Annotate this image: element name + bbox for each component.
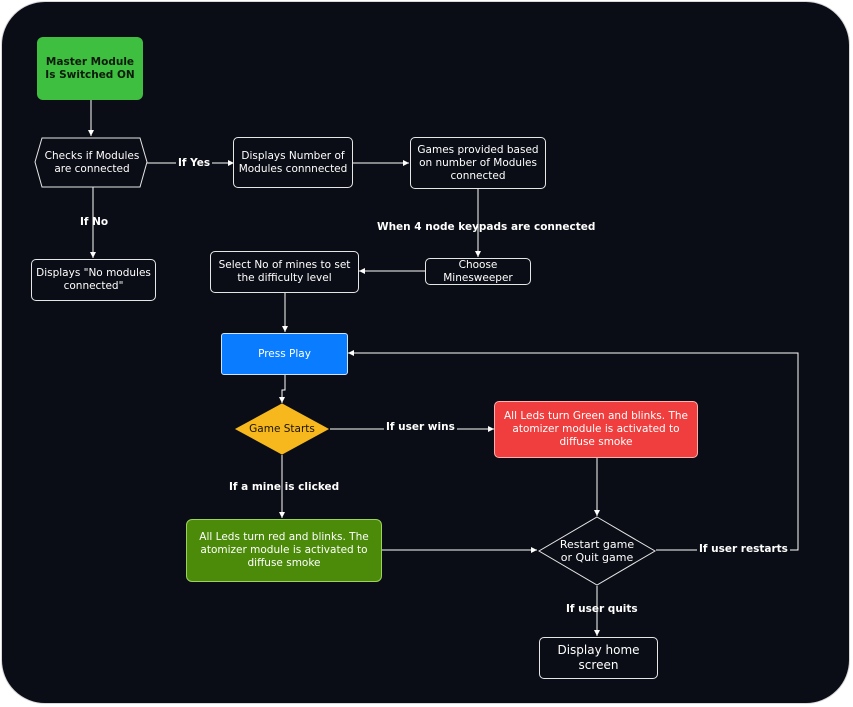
choose-minesweeper-text: Choose Minesweeper <box>443 258 513 284</box>
press-play-text: Press Play <box>258 347 311 360</box>
edge-play-to-game <box>279 375 286 403</box>
displays-number-text: Displays Number of Modules connnected <box>238 149 348 175</box>
label-if-no: If No <box>80 216 109 228</box>
leds-green-node: All Leds turn Green and blinks. The atom… <box>494 401 698 458</box>
restart-quit-text: Restart game or Quit game <box>559 538 635 564</box>
label-if-user-quits: If user quits <box>566 603 638 615</box>
label-if-user-restarts: If user restarts <box>697 543 790 555</box>
checks-modules-text: Checks if Modules are connected <box>44 150 140 175</box>
press-play-node: Press Play <box>221 333 348 375</box>
master-module-text: Master Module Is Switched ON <box>45 55 135 81</box>
choose-minesweeper-node: Choose Minesweeper <box>425 258 531 285</box>
no-modules-text: Displays "No modules connected" <box>36 267 151 292</box>
checks-modules-shape <box>34 137 148 188</box>
no-modules-node: Displays "No modules connected" <box>31 259 156 301</box>
leds-green-text: All Leds turn Green and blinks. The atom… <box>504 410 688 448</box>
games-provided-text: Games provided based on number of Module… <box>417 143 539 182</box>
games-provided-node: Games provided based on number of Module… <box>410 137 546 189</box>
label-if-yes: If Yes <box>176 157 213 169</box>
restart-quit-shape <box>538 516 656 586</box>
select-mines-text: Select No of mines to set the difficulty… <box>218 259 351 284</box>
display-home-node: Display home screen <box>539 637 658 679</box>
leds-red-text: All Leds turn red and blinks. The atomiz… <box>199 531 369 569</box>
master-module-node: Master Module Is Switched ON <box>37 37 143 100</box>
game-starts-shape <box>234 403 330 455</box>
game-starts-text: Game Starts <box>249 422 315 435</box>
label-if-user-wins: If user wins <box>384 421 457 433</box>
label-if-mine-clicked: If a mine is clicked <box>229 481 340 493</box>
displays-number-node: Displays Number of Modules connnected <box>233 137 353 188</box>
select-mines-node: Select No of mines to set the difficulty… <box>210 251 359 293</box>
display-home-text: Display home screen <box>557 643 640 672</box>
label-four-keypads: When 4 node keypads are connected <box>377 221 596 233</box>
leds-red-node: All Leds turn red and blinks. The atomiz… <box>186 519 382 582</box>
